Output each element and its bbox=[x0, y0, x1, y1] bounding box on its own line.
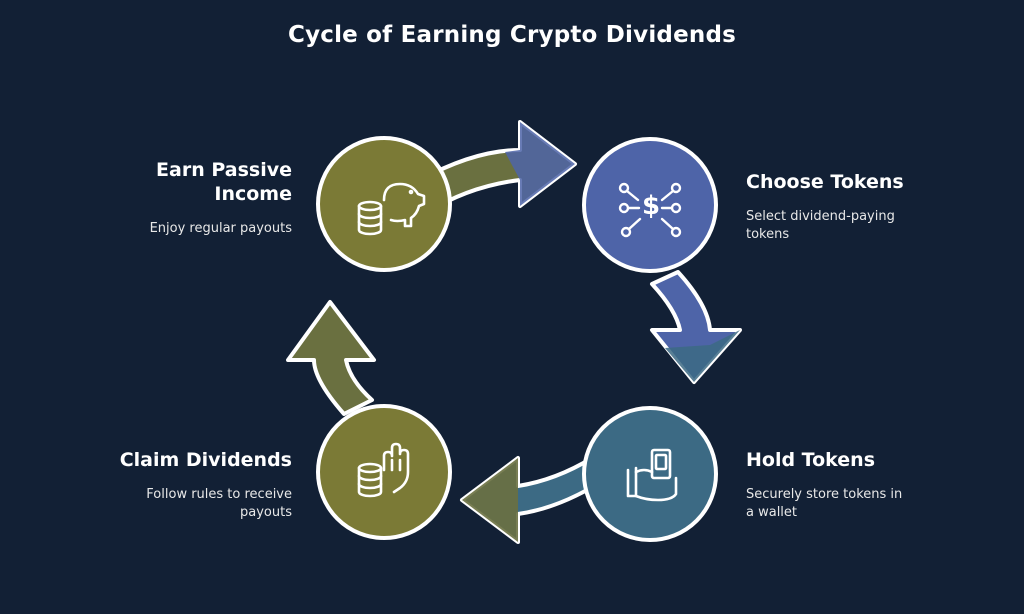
step-description-choose: Select dividend-paying tokens bbox=[746, 208, 976, 244]
hand-holding-cash-icon bbox=[626, 448, 678, 502]
diagram-title: Cycle of Earning Crypto Dividends bbox=[287, 22, 736, 48]
step-description-claim-line2: payouts bbox=[240, 505, 292, 520]
svg-text:$: $ bbox=[642, 191, 660, 221]
label-choose-tokens: Choose Tokens Select dividend-paying tok… bbox=[746, 170, 976, 244]
step-description-hold-line2: a wallet bbox=[746, 505, 798, 520]
step-description-hold: Securely store tokens in a wallet bbox=[746, 486, 976, 522]
step-description-claim-line1: Follow rules to receive bbox=[146, 487, 292, 502]
label-hold-tokens: Hold Tokens Securely store tokens in a w… bbox=[746, 448, 976, 522]
arrow-choose-to-hold bbox=[650, 270, 742, 384]
step-title-hold: Hold Tokens bbox=[746, 449, 876, 471]
arrow-earn-to-choose bbox=[418, 120, 577, 214]
step-title-earn: Earn Passive Income bbox=[62, 158, 292, 206]
step-description-claim: Follow rules to receive payouts bbox=[62, 486, 292, 522]
arrow-claim-to-earn bbox=[286, 300, 376, 416]
step-description-choose-line2: tokens bbox=[746, 227, 790, 242]
piggy-bank-coins-icon bbox=[357, 182, 426, 236]
node-hold-tokens bbox=[582, 406, 718, 542]
label-earn-passive-income: Earn Passive Income Enjoy regular payout… bbox=[62, 158, 292, 238]
step-description-earn: Enjoy regular payouts bbox=[149, 221, 292, 236]
step-description-hold-line1: Securely store tokens in bbox=[746, 487, 903, 502]
arrow-hold-to-claim bbox=[460, 456, 606, 544]
node-choose-tokens: $ bbox=[582, 137, 718, 273]
step-title-earn-line2: Income bbox=[214, 183, 292, 205]
dollar-network-icon: $ bbox=[618, 182, 682, 238]
hand-coins-icon bbox=[357, 442, 410, 498]
node-earn-passive-income bbox=[316, 136, 452, 272]
step-description-choose-line1: Select dividend-paying bbox=[746, 209, 895, 224]
step-title-claim: Claim Dividends bbox=[119, 449, 292, 471]
label-claim-dividends: Claim Dividends Follow rules to receive … bbox=[62, 448, 292, 522]
node-claim-dividends bbox=[316, 404, 452, 540]
step-title-earn-line1: Earn Passive bbox=[156, 159, 292, 181]
step-title-choose: Choose Tokens bbox=[746, 171, 904, 193]
